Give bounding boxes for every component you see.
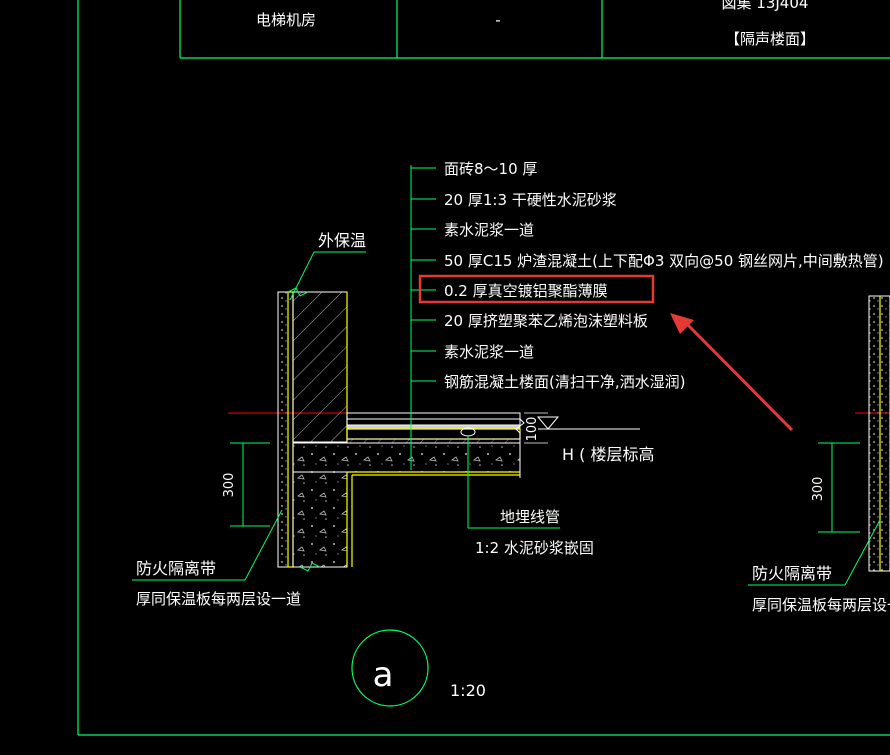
buried-pipe-callout: 地埋线管 1:2 水泥砂浆嵌固 <box>467 436 594 557</box>
outer-insulation-callout: 外保温 <box>289 231 366 301</box>
outer-insulation-label: 外保温 <box>318 231 366 250</box>
layer-item: 钢筋混凝土楼面(清扫干净,洒水湿润) <box>444 373 685 391</box>
layer-item: 素水泥浆一道 <box>444 221 534 239</box>
floor-level-label: H ( 楼层标高 <box>562 445 654 464</box>
dim-100: 100 <box>525 417 540 442</box>
right-fire-band-note: 厚同保温板每两层设一 <box>752 596 890 614</box>
fire-band-note: 厚同保温板每两层设一道 <box>136 590 301 608</box>
right-detail-partial: 300 防火隔离带 厚同保温板每两层设一 <box>748 295 890 614</box>
dimension-300: 300 <box>222 442 270 527</box>
layer-item: 面砖8～10 厚 <box>444 160 537 178</box>
fire-band-label: 防火隔离带 <box>136 559 216 578</box>
table-cell-room: 电梯机房 <box>256 11 316 29</box>
layer-item: 50 厚C15 炉渣混凝土(上下配Φ3 双向@50 钢丝网片,中间敷热管) <box>444 252 884 270</box>
table-cell-floor-type: 【隔声楼面】 <box>725 30 815 48</box>
floor-slab <box>292 412 525 478</box>
right-dim-300-label: 300 <box>811 477 826 502</box>
buried-pipe-label: 地埋线管 <box>500 508 560 526</box>
table-cell-code: 図集 13J404 <box>722 0 809 12</box>
mortar-embed-label: 1:2 水泥砂浆嵌固 <box>475 539 594 557</box>
layer-item: 20 厚1:3 干硬性水泥砂浆 <box>444 191 617 209</box>
right-fire-band-label: 防火隔离带 <box>752 564 832 583</box>
layer-item: 素水泥浆一道 <box>444 343 534 361</box>
dim-300-label: 300 <box>222 473 237 498</box>
layer-item: 20 厚挤塑聚苯乙烯泡沫塑料板 <box>444 312 648 330</box>
scale-label: 1:20 <box>450 681 486 700</box>
wall-section <box>277 287 353 572</box>
detail-symbol: a <box>351 629 429 707</box>
highlight-box <box>418 274 655 304</box>
annotation-arrow <box>670 313 794 432</box>
title-table: 电梯机房 - 図集 13J404 【隔声楼面】 <box>179 0 890 59</box>
fire-band-callout: 防火隔离带 厚同保温板每两层设一道 <box>132 509 301 608</box>
layer-item-highlighted: 0.2 厚真空镀铝聚酯薄膜 <box>444 282 608 300</box>
table-cell-value: - <box>495 11 500 29</box>
level-marker: 100 <box>524 412 640 444</box>
drawing-frame <box>77 0 890 736</box>
detail-symbol-letter: a <box>373 655 394 695</box>
layer-leaders <box>410 165 436 470</box>
layer-list: 面砖8～10 厚 20 厚1:3 干硬性水泥砂浆 素水泥浆一道 50 厚C15 … <box>444 160 884 391</box>
